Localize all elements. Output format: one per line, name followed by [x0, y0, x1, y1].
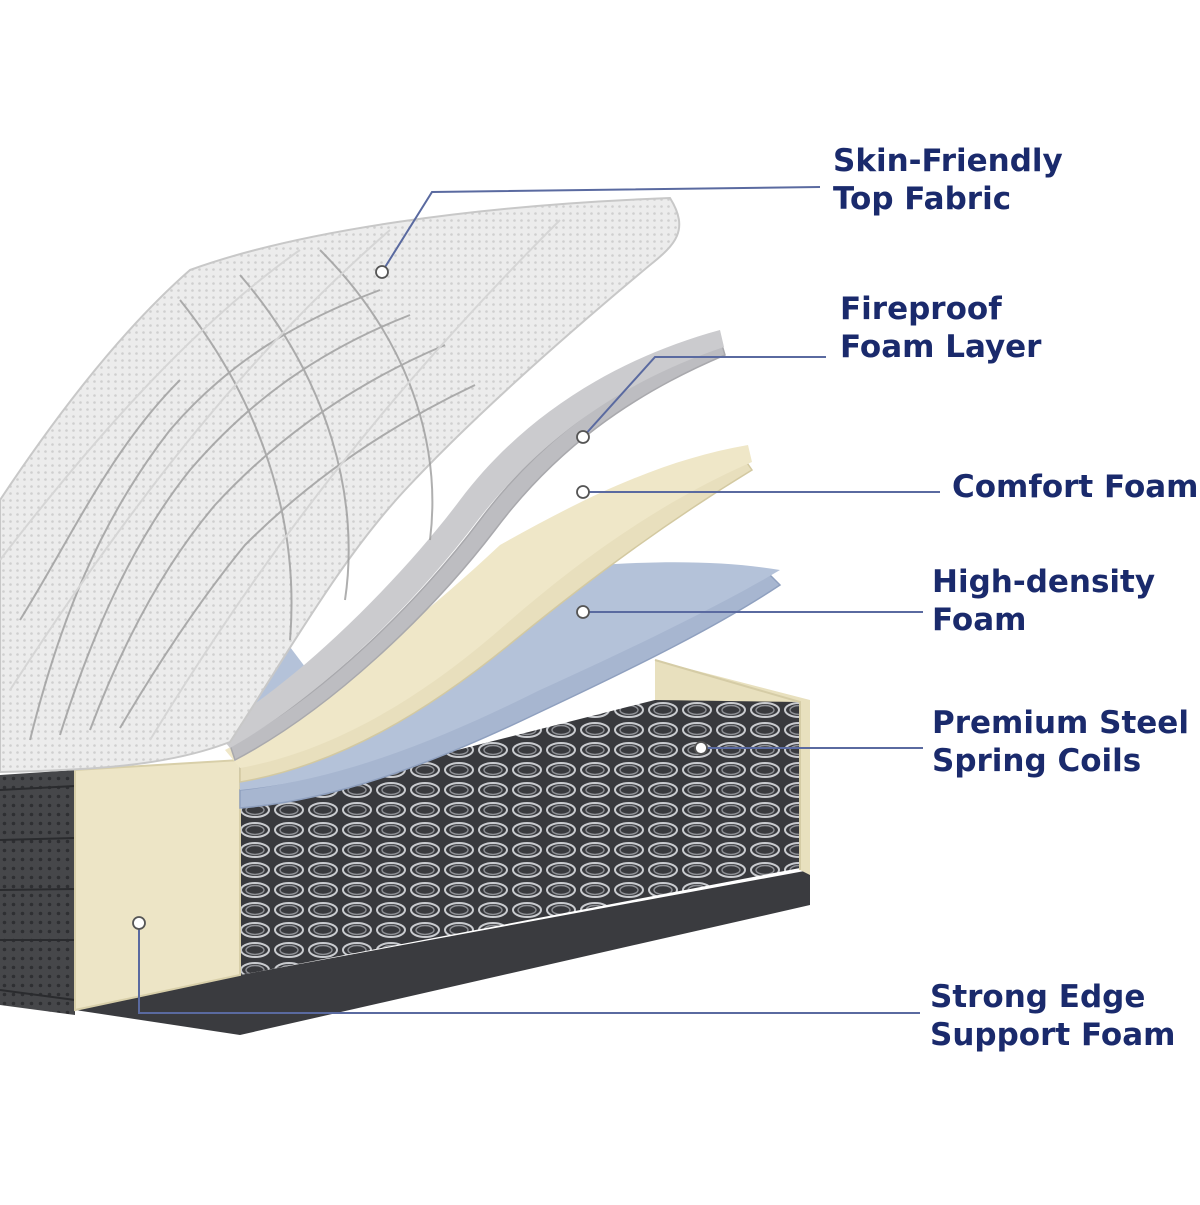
label-comfort-foam-line1: Comfort Foam	[952, 469, 1199, 505]
fireproof-foam-layer	[229, 344, 726, 762]
leader-line-edge-support-foam	[138, 923, 920, 1014]
callout-dot-steel-coils	[694, 741, 708, 755]
callout-dot-top-fabric	[375, 265, 389, 279]
leader-lines	[138, 186, 940, 1014]
fireproof-foam-top	[215, 330, 724, 748]
label-top-fabric-line1: Skin-Friendly	[833, 143, 1063, 179]
label-steel-coils-line1: Premium Steel	[932, 705, 1189, 741]
label-fireproof-foam: Fireproof Foam Layer	[840, 290, 1041, 366]
quilt-lines	[0, 219, 561, 741]
label-steel-coils-line2: Spring Coils	[932, 743, 1142, 779]
callout-dot-comfort-foam	[576, 485, 590, 499]
spring-coil-base	[75, 700, 810, 1035]
label-comfort-foam: Comfort Foam	[952, 468, 1198, 506]
label-fireproof-foam-line2: Foam Layer	[840, 329, 1042, 365]
label-high-density-foam: High-density Foam	[932, 563, 1155, 639]
label-edge-support-foam-line1: Strong Edge	[930, 979, 1146, 1015]
leader-line-fireproof-foam	[582, 356, 826, 438]
label-fireproof-foam-line1: Fireproof	[840, 291, 1002, 327]
back-edge-foam	[655, 660, 810, 875]
label-steel-coils: Premium Steel Spring Coils	[932, 704, 1189, 780]
label-edge-support-foam: Strong Edge Support Foam	[930, 978, 1175, 1054]
comfort-foam-top	[225, 445, 752, 768]
mattress-side-panel	[0, 770, 76, 1015]
label-high-density-foam-line2: Foam	[932, 602, 1027, 638]
callout-dot-edge-support-foam	[132, 916, 146, 930]
label-top-fabric: Skin-Friendly Top Fabric	[833, 142, 1063, 218]
label-high-density-foam-line1: High-density	[932, 564, 1156, 600]
label-edge-support-foam-line2: Support Foam	[930, 1017, 1176, 1053]
label-top-fabric-line2: Top Fabric	[833, 181, 1012, 217]
callout-dot-fireproof-foam	[576, 430, 590, 444]
edge-support-foam	[74, 758, 241, 1012]
fabric-wave-pattern	[19, 249, 476, 741]
top-fabric-layer	[0, 196, 681, 774]
leader-line-top-fabric	[381, 186, 821, 273]
callout-dot-high-density-foam	[576, 605, 590, 619]
